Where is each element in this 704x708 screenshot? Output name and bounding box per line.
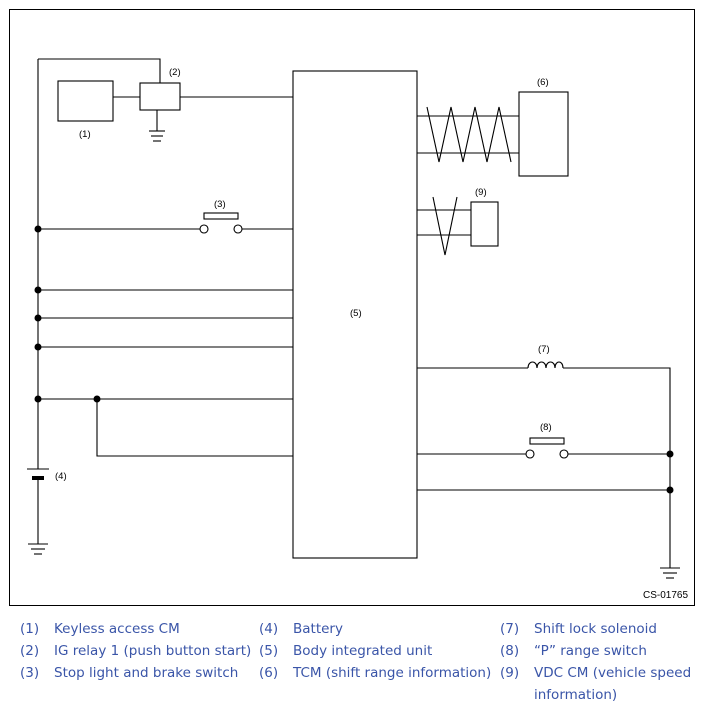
- wiring-diagram: (1) (2) (5) (3) (4) (6): [9, 9, 695, 606]
- label-6: (6): [537, 77, 549, 88]
- legend-text: “P” range switch: [534, 643, 647, 659]
- legend-item: (9) VDC CM (vehicle speed information): [500, 662, 700, 706]
- legend: (1) Keyless access CM (2) IG relay 1 (pu…: [0, 612, 704, 708]
- label-5: (5): [350, 308, 362, 319]
- legend-item: (3) Stop light and brake switch: [20, 662, 251, 684]
- legend-column-3: (7) Shift lock solenoid (8) “P” range sw…: [500, 618, 700, 706]
- tcm-box: [518, 91, 569, 177]
- legend-text: Body integrated unit: [293, 643, 433, 659]
- junction-dot: [34, 225, 42, 233]
- label-3: (3): [214, 199, 226, 210]
- label-4: (4): [55, 471, 67, 482]
- junction-dot: [34, 343, 42, 351]
- body-integrated-unit-box: [292, 70, 418, 559]
- p-switch-actuator: [529, 437, 565, 445]
- legend-item: (7) Shift lock solenoid: [500, 618, 700, 640]
- legend-item: (4) Battery: [259, 618, 491, 640]
- brake-switch-contact-right: [233, 224, 243, 234]
- vdc-twisted-pair: [432, 196, 458, 256]
- ig-relay-box: [139, 82, 181, 111]
- label-8: (8): [540, 422, 552, 433]
- legend-text: Shift lock solenoid: [534, 621, 658, 637]
- junction-dot: [93, 395, 101, 403]
- right-ground-symbol: [660, 567, 680, 579]
- p-switch-contact-right: [559, 449, 569, 459]
- junction-dot: [34, 314, 42, 322]
- p-switch-contact-left: [525, 449, 535, 459]
- battery-ground-symbol: [28, 543, 48, 555]
- keyless-access-cm-box: [57, 80, 114, 122]
- legend-number: (7): [500, 621, 520, 637]
- brake-switch-contact-left: [199, 224, 209, 234]
- label-7: (7): [538, 344, 550, 355]
- tcm-twisted-pair: [426, 106, 512, 163]
- label-2: (2): [169, 67, 181, 78]
- legend-item: (5) Body integrated unit: [259, 640, 491, 662]
- legend-column-2: (4) Battery (5) Body integrated unit (6)…: [259, 618, 491, 684]
- legend-text: Battery: [293, 621, 343, 637]
- legend-item: (2) IG relay 1 (push button start): [20, 640, 251, 662]
- legend-item: (1) Keyless access CM: [20, 618, 251, 640]
- legend-text: TCM (shift range information): [293, 665, 492, 681]
- legend-item: (6) TCM (shift range information): [259, 662, 491, 684]
- brake-switch-actuator: [203, 212, 239, 220]
- solenoid-return-wire: [563, 367, 671, 568]
- label-9: (9): [475, 187, 487, 198]
- junction-dot: [666, 450, 674, 458]
- label-1: (1): [79, 129, 91, 140]
- legend-column-1: (1) Keyless access CM (2) IG relay 1 (pu…: [20, 618, 251, 684]
- legend-item: (8) “P” range switch: [500, 640, 700, 662]
- legend-number: (4): [259, 621, 279, 637]
- legend-text: VDC CM (vehicle speed information): [534, 665, 692, 703]
- legend-number: (1): [20, 621, 40, 637]
- battery-symbol: [27, 468, 49, 480]
- legend-number: (8): [500, 643, 520, 659]
- figure-code: CS-01765: [643, 590, 688, 601]
- legend-text: IG relay 1 (push button start): [54, 643, 252, 659]
- shift-lock-solenoid-coil: [527, 361, 564, 369]
- junction-dot: [666, 486, 674, 494]
- top-supply-wire: [38, 58, 161, 83]
- vdc-cm-box: [470, 201, 499, 247]
- junction-dot: [34, 395, 42, 403]
- diagram-border: [9, 9, 695, 606]
- bus-wire-447: [96, 399, 293, 457]
- legend-text: Keyless access CM: [54, 621, 180, 637]
- legend-number: (5): [259, 643, 279, 659]
- junction-dot: [34, 286, 42, 294]
- legend-number: (9): [500, 665, 520, 681]
- legend-number: (3): [20, 665, 40, 681]
- legend-text: Stop light and brake switch: [54, 665, 239, 681]
- relay-ground-symbol: [149, 130, 165, 142]
- legend-number: (2): [20, 643, 40, 659]
- legend-number: (6): [259, 665, 279, 681]
